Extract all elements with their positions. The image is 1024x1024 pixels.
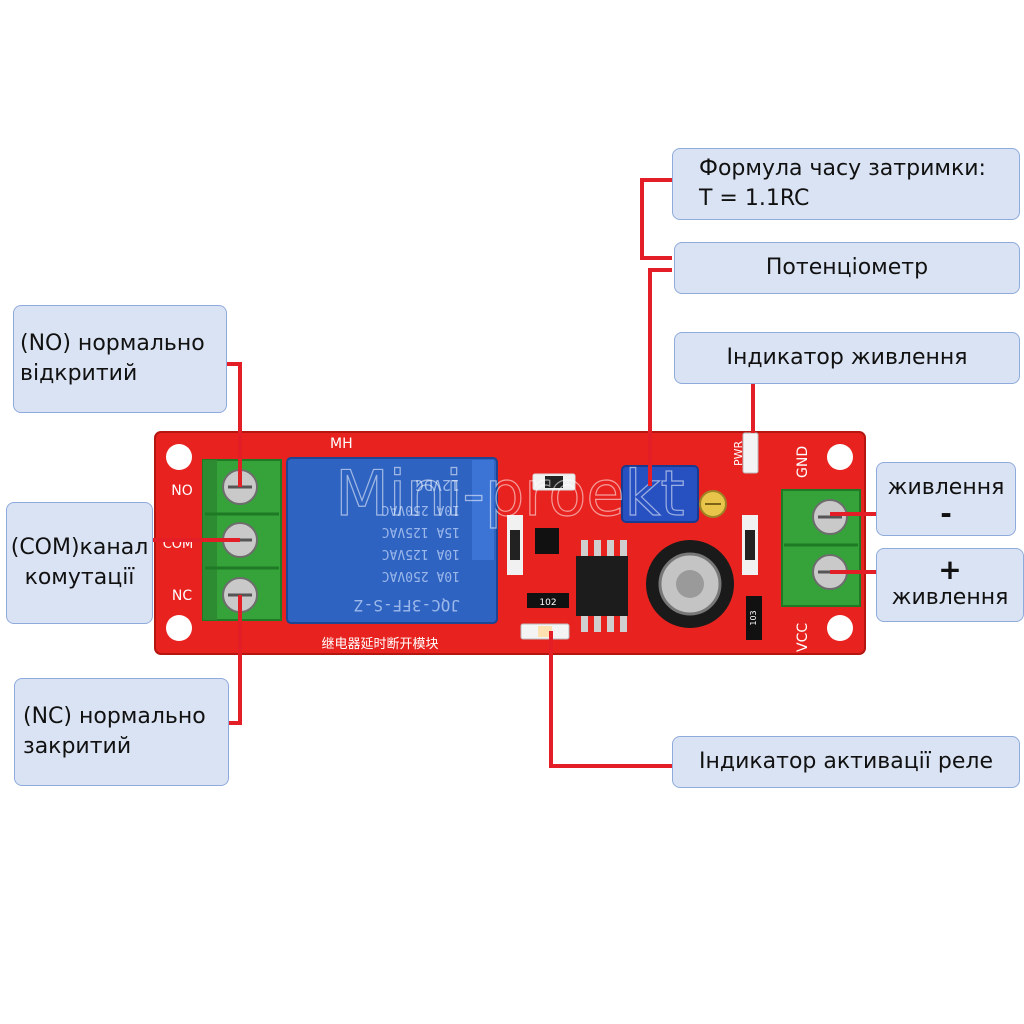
label-nc: NC xyxy=(172,588,192,604)
relay-led-label: Індикатор активації реле xyxy=(698,749,993,774)
resistor-code-103: 103 xyxy=(749,610,758,625)
resistor-code-102: 102 xyxy=(539,598,556,608)
no-terminal-callout: (NO) нормально відкритий xyxy=(13,305,227,413)
watermark: Mini-proekt xyxy=(335,457,684,530)
electrolytic-capacitor xyxy=(646,540,734,628)
power-plus-text: живлення xyxy=(891,585,1009,610)
relay-led-callout: Індикатор активації реле xyxy=(672,736,1020,788)
com-terminal-callout: (COM)канал комутації xyxy=(6,502,153,624)
mounting-hole xyxy=(166,615,192,641)
power-led-callout: Індикатор живлення xyxy=(674,332,1020,384)
no-terminal-line2: відкритий xyxy=(20,361,138,386)
relay-model: JQC-3FF-S-Z xyxy=(354,596,460,615)
label-pwr: PWR xyxy=(732,440,745,466)
relay-rating-1: 10A 250VAC xyxy=(382,568,460,583)
minus-sign: - xyxy=(940,497,952,530)
nc-terminal-line2: закритий xyxy=(23,734,132,759)
plus-sign: + xyxy=(938,553,962,586)
delay-formula-callout: Формула часу затримки: T = 1.1RC xyxy=(672,148,1020,220)
leader-lines xyxy=(153,178,876,768)
nc-terminal-callout: (NC) нормально закритий xyxy=(14,678,229,786)
relay xyxy=(286,457,498,624)
relay-rating-2: 10A 125VAC xyxy=(382,546,460,561)
power-minus-text: живлення xyxy=(887,475,1005,500)
relay-rating-3: 15A 125VAC xyxy=(382,524,460,539)
potentiometer-callout: Потенціометр xyxy=(674,242,1020,294)
potentiometer-label: Потенціометр xyxy=(765,255,929,280)
power-led xyxy=(742,432,759,474)
label-no: NO xyxy=(171,483,193,499)
potentiometer-component xyxy=(621,465,727,523)
relay-coil: 12VDC xyxy=(415,476,460,494)
no-terminal-line1: (NO) нормально xyxy=(20,331,205,356)
relay-rating-4: 10A 250VAC xyxy=(382,502,460,517)
screw-terminal-gnd xyxy=(812,499,848,535)
mounting-hole xyxy=(166,444,192,470)
label-gnd: GND xyxy=(795,446,811,478)
power-minus-callout: живлення - xyxy=(876,462,1016,536)
label-vcc: VCC xyxy=(795,623,811,652)
mounting-hole xyxy=(827,615,853,641)
com-terminal-line1: (COM)канал xyxy=(10,535,149,560)
delay-formula-line1: Формула часу затримки: xyxy=(699,156,986,181)
timer-ic xyxy=(576,540,628,632)
board-caption: 继电器延时断开模块 xyxy=(321,637,438,652)
delay-formula-line2: T = 1.1RC xyxy=(699,186,810,211)
nc-terminal-line1: (NC) нормально xyxy=(23,704,206,729)
power-led-label: Індикатор живлення xyxy=(726,345,968,370)
com-terminal-line2: комутації xyxy=(24,565,135,590)
power-plus-callout: + живлення xyxy=(876,548,1024,622)
mounting-hole xyxy=(827,444,853,470)
brand-mark: MH xyxy=(330,436,353,452)
